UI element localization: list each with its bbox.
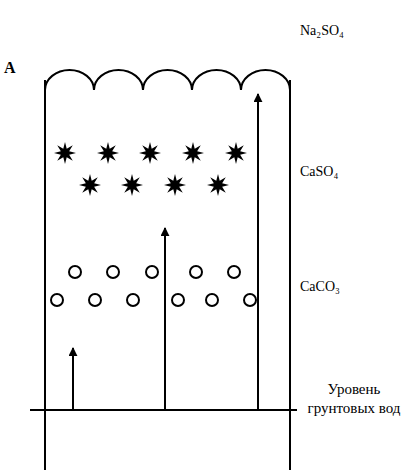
profile-letter: A [4,58,16,78]
column-wall [289,80,291,470]
gypsum-star [225,142,247,164]
gypsum-star [164,174,186,196]
carbonate-circle [69,266,81,278]
capillary-arrow [257,94,259,409]
carbonate-circle [206,294,218,306]
carbonate-circle [89,294,101,306]
carbonate-circle [172,294,184,306]
gypsum-star [182,142,204,164]
carbonate-circles [51,266,256,306]
salt-label: CaSO₄ [300,163,338,181]
gypsum-star [79,174,101,196]
capillary-arrow [164,228,166,409]
gypsum-star [207,174,229,196]
salt-crust [45,70,290,90]
carbonate-circle [228,266,240,278]
carbonate-circle [244,294,256,306]
salt-label: CaCO₃ [300,278,340,296]
salt-label: Na₂SO₄ [300,22,344,40]
gypsum-star [121,174,143,196]
carbonate-circle [51,294,63,306]
gypsum-star [97,142,119,164]
gypsum-star [139,142,161,164]
column-wall [44,80,46,470]
capillary-arrow [72,348,74,409]
carbonate-circle [190,266,202,278]
groundwater-line [30,409,297,411]
gypsum-star [54,142,76,164]
carbonate-circle [127,294,139,306]
groundwater-label: Уровень грунтовых вод [300,380,408,418]
carbonate-circle [107,266,119,278]
carbonate-circle [146,266,158,278]
